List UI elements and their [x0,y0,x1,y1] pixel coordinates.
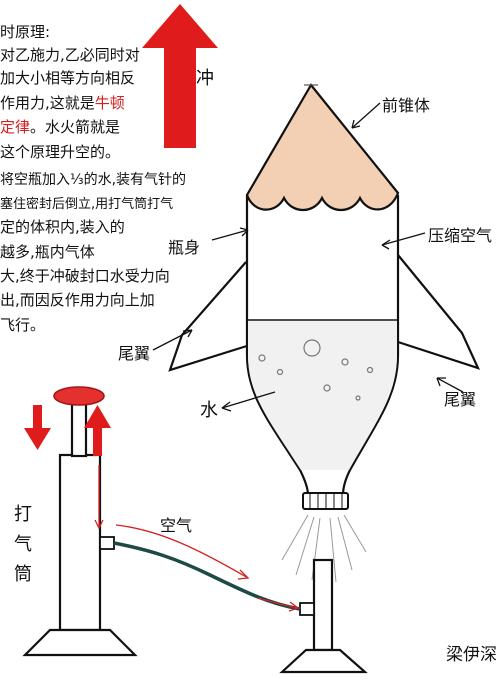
label-leaders [152,102,464,412]
thrust-label: 冲 [196,68,214,89]
process-line-1: 将空瓶加入⅓的水,装有气针的 [0,172,187,188]
launch-stand [279,558,368,674]
pump-arrows [24,405,111,456]
principle-line-2: 加大小相等方向相反 [0,69,136,87]
process-line-4: 越多,瓶内气体 [0,243,95,261]
right-fin [397,254,481,370]
air-label: 空气 [160,516,193,535]
pump-handle [53,386,105,406]
process-line-7: 飞行。 [0,316,46,334]
body-label: 瓶身 [168,238,201,257]
principle-line-3: 作用力,这就是牛顿 [0,94,125,112]
nose-cone-label: 前锥体 [382,96,431,115]
pump-label-3: 筒 [14,564,32,585]
principle-heading: 时原理: [0,23,51,41]
thrust-arrow [142,4,218,148]
principle-line-1: 对乙施力,乙必同时对 [0,46,140,64]
water-label: 水 [200,400,218,421]
air-pump [22,398,138,657]
left-fin-label: 尾翼 [118,344,151,363]
rocket-body [245,195,400,496]
hose [113,541,301,611]
water-fill [248,321,397,470]
left-fin [168,261,251,372]
newton-highlight: 牛顿 [94,94,125,112]
nose-cone [245,83,400,212]
process-line-6: 出,而因反作用力向上加 [0,291,155,309]
pump-label-2: 气 [14,534,32,555]
nozzle-cap [302,492,349,510]
compressed-air-label: 压缩空气 [428,226,493,245]
signature: 梁伊深 [446,645,497,665]
water-spray [281,514,367,583]
airflow-arrows [94,465,300,612]
law-highlight: 定律 [0,118,31,136]
process-line-5: 大,终于冲破封口水受力向 [0,267,170,285]
right-fin-label: 尾翼 [444,390,477,409]
water-bubbles [258,339,374,401]
process-line-3: 定的体积内,装入的 [0,218,125,236]
principle-line-4: 定律。水火箭就是 [0,118,121,136]
process-line-2: 塞住密封后倒立,用打气筒打气 [0,197,174,212]
principle-line-5: 这个原理升空的。 [0,143,121,161]
pump-label-1: 打 [14,504,32,525]
